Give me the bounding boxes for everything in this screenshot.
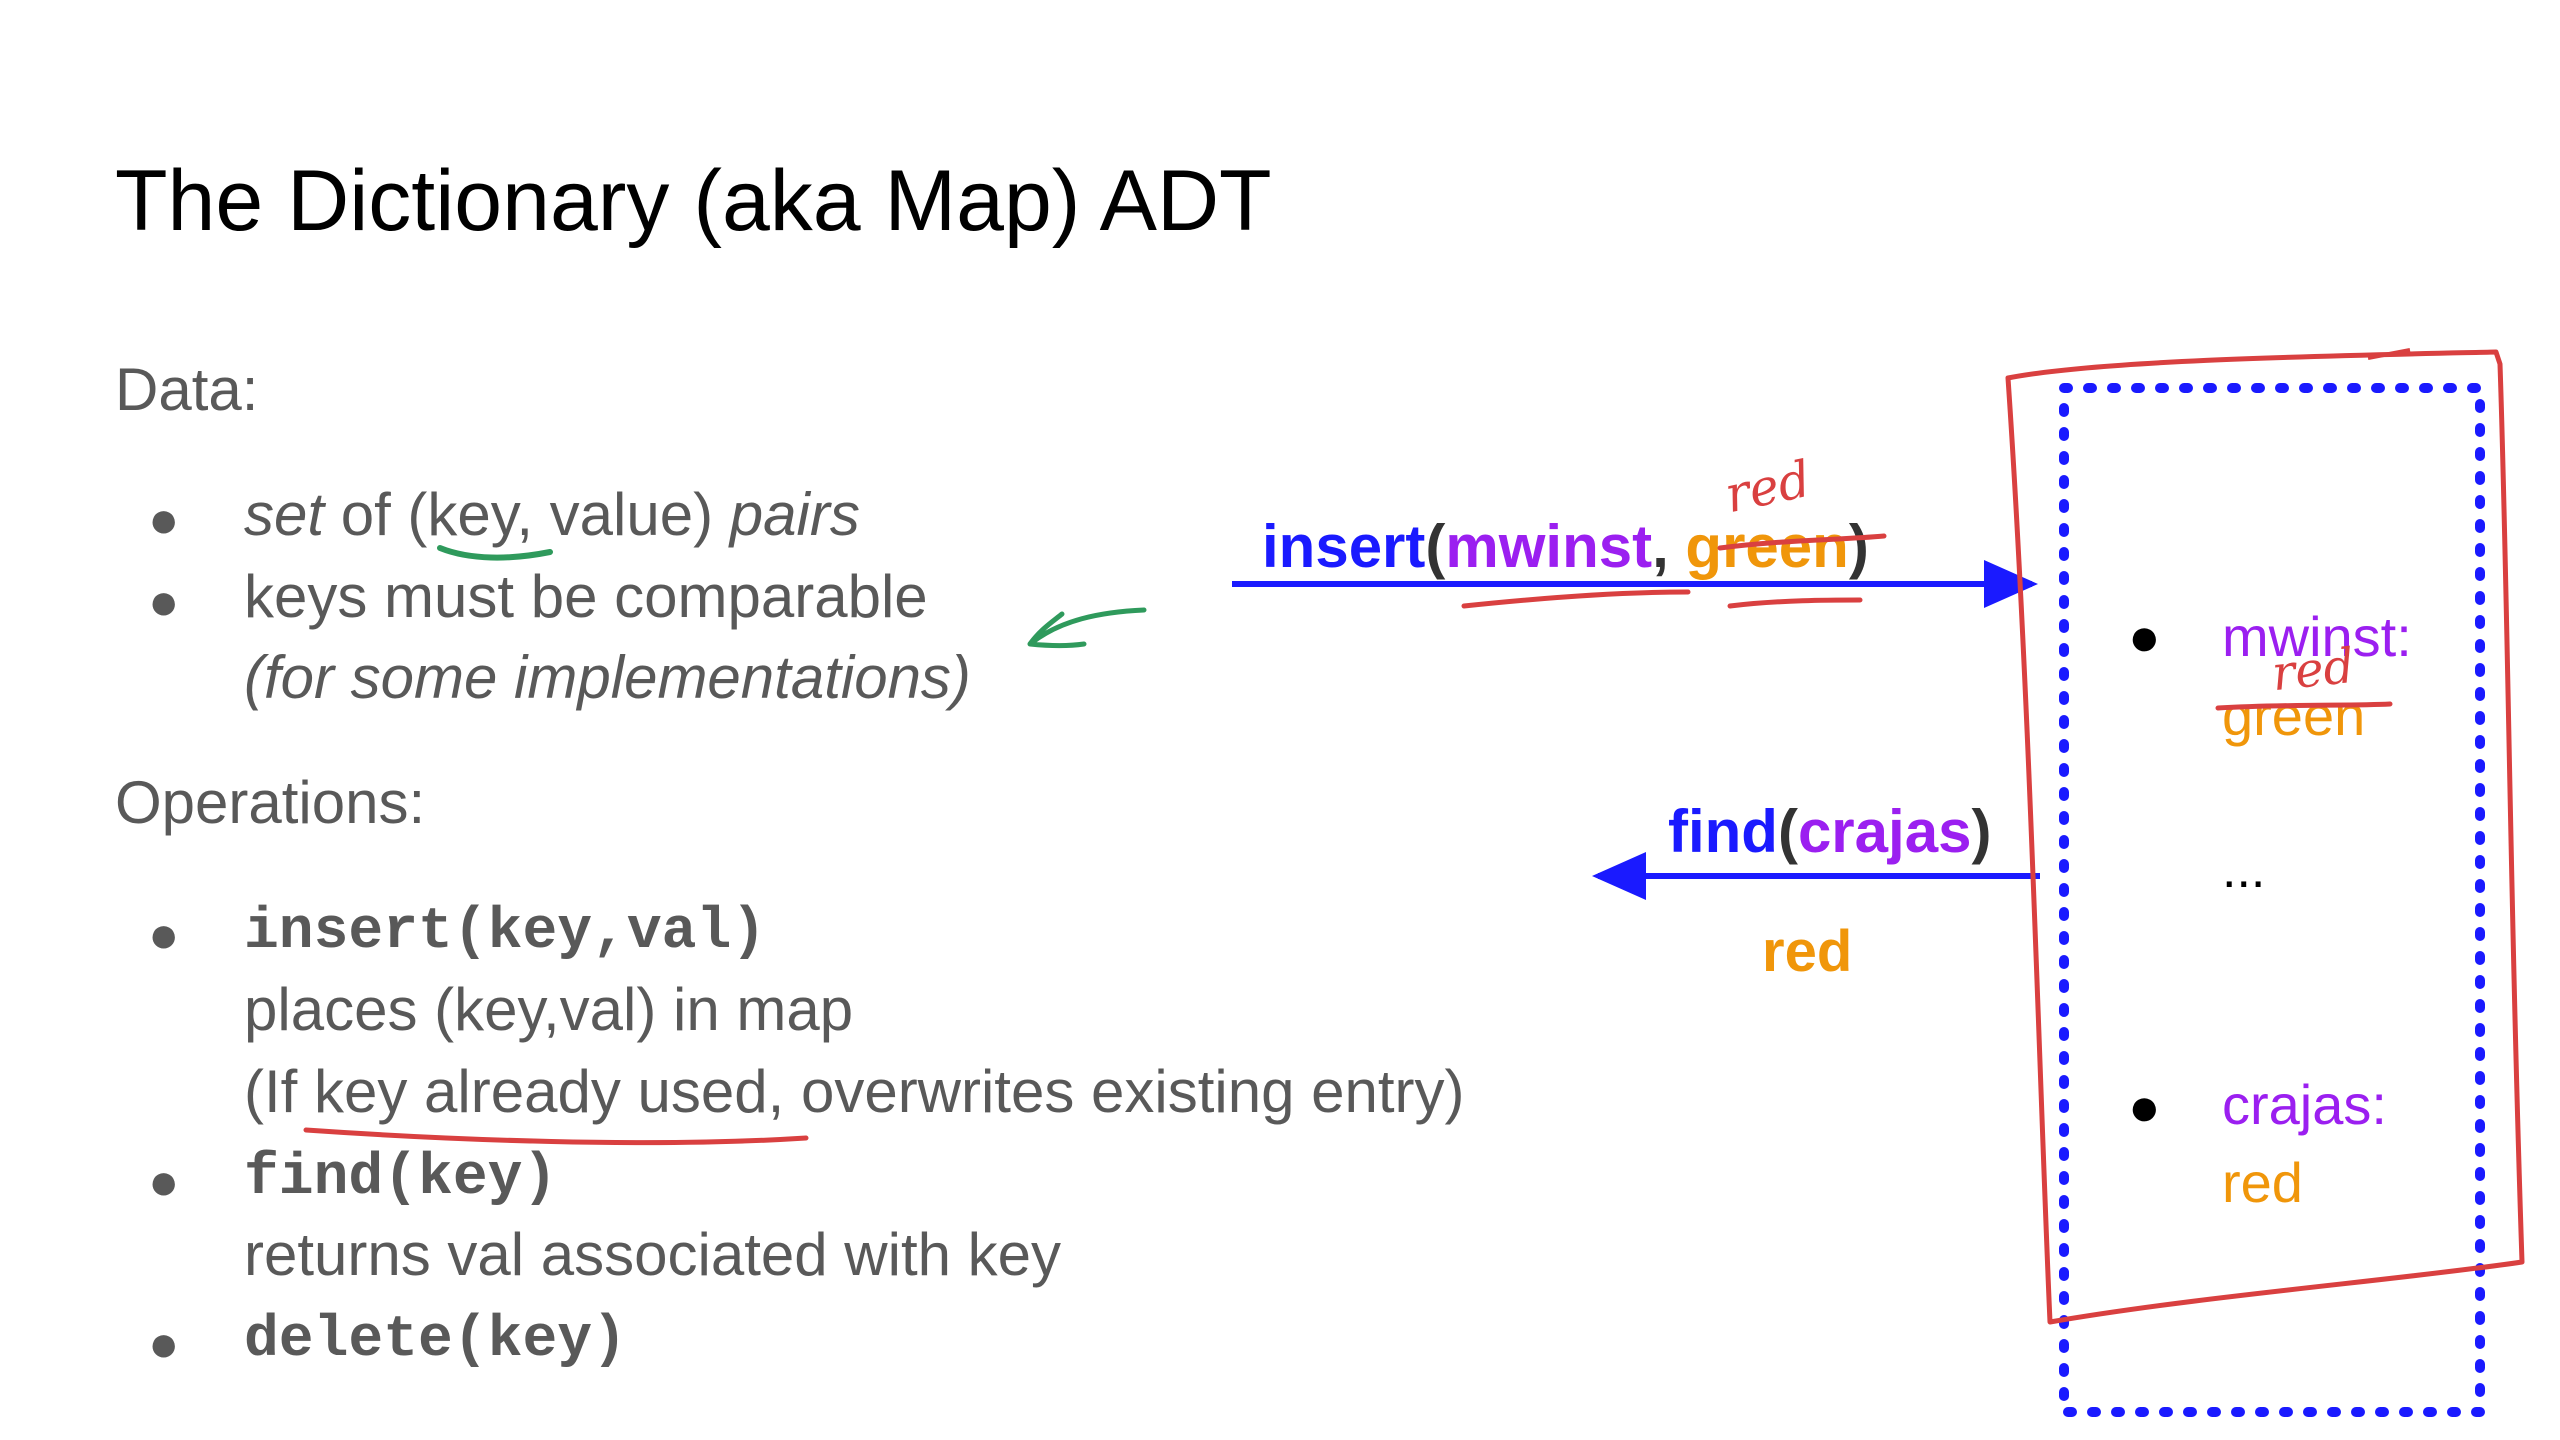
bullet: ●	[2128, 1077, 2161, 1137]
value-text: , value)	[516, 481, 730, 548]
insert-fn: insert	[1262, 513, 1426, 580]
operations-heading: Operations:	[115, 769, 426, 836]
insert-signature: insert(key,val)	[244, 900, 767, 965]
bullet: ●	[148, 1153, 180, 1211]
set-text: set	[244, 481, 325, 548]
find-close-paren: )	[1971, 798, 1992, 865]
of-text: of (	[324, 481, 428, 548]
insert-call: insert(mwinst, green)	[1262, 512, 1869, 581]
bullet: ●	[148, 1315, 180, 1373]
bullet: ●	[148, 491, 180, 549]
store-box-dotted	[2059, 383, 2485, 1417]
delete-signature: delete(key)	[244, 1308, 627, 1373]
insert-sep: ,	[1652, 513, 1686, 580]
underline-key-already-used	[303, 1127, 809, 1146]
find-signature: find(key)	[244, 1146, 558, 1211]
box-ink-tick	[2367, 348, 2411, 360]
slide-title: The Dictionary (aka Map) ADT	[115, 153, 1272, 249]
data-item-pairs: set of (key, value) pairs	[244, 485, 860, 545]
green-arrow	[1027, 607, 1147, 648]
insert-desc: places (key,val) in map	[244, 976, 854, 1043]
insert-value: green	[1685, 513, 1849, 580]
insert-key: mwinst	[1445, 513, 1653, 580]
underline-mwinst	[1461, 589, 1691, 609]
overwrite-post: , overwrites existing entry)	[767, 1058, 1465, 1125]
insert-desc-overwrite: (If key already used, overwrites existin…	[244, 1062, 1465, 1122]
store-value-red: red	[2222, 1151, 2303, 1214]
underline-key	[437, 545, 553, 561]
find-key: crajas	[1797, 798, 1972, 865]
bullet: ●	[148, 906, 180, 964]
insert-close-paren: )	[1848, 513, 1869, 580]
find-fn: find	[1668, 798, 1778, 865]
bullet: ●	[2128, 607, 2161, 667]
find-result: red	[1762, 919, 1853, 984]
overwrite-pre: (If	[244, 1058, 314, 1125]
data-item-comparable-note: (for some implementations)	[244, 644, 971, 711]
overwrite-underlined: key already used	[314, 1058, 768, 1125]
data-item-comparable: keys must be comparable	[244, 563, 928, 630]
store-key-crajas: crajas:	[2222, 1073, 2387, 1136]
find-call: find(crajas)	[1668, 797, 1991, 866]
insert-open-paren: (	[1425, 513, 1446, 580]
find-open-paren: (	[1777, 798, 1798, 865]
store-ellipsis: ...	[2222, 841, 2266, 899]
find-desc: returns val associated with key	[244, 1221, 1062, 1288]
key-text: key	[427, 481, 517, 548]
data-heading: Data:	[115, 356, 259, 423]
store-annotation-red: red	[2269, 637, 2357, 703]
pairs-text: pairs	[729, 481, 860, 548]
underline-green	[1727, 597, 1863, 609]
bullet: ●	[148, 573, 180, 631]
